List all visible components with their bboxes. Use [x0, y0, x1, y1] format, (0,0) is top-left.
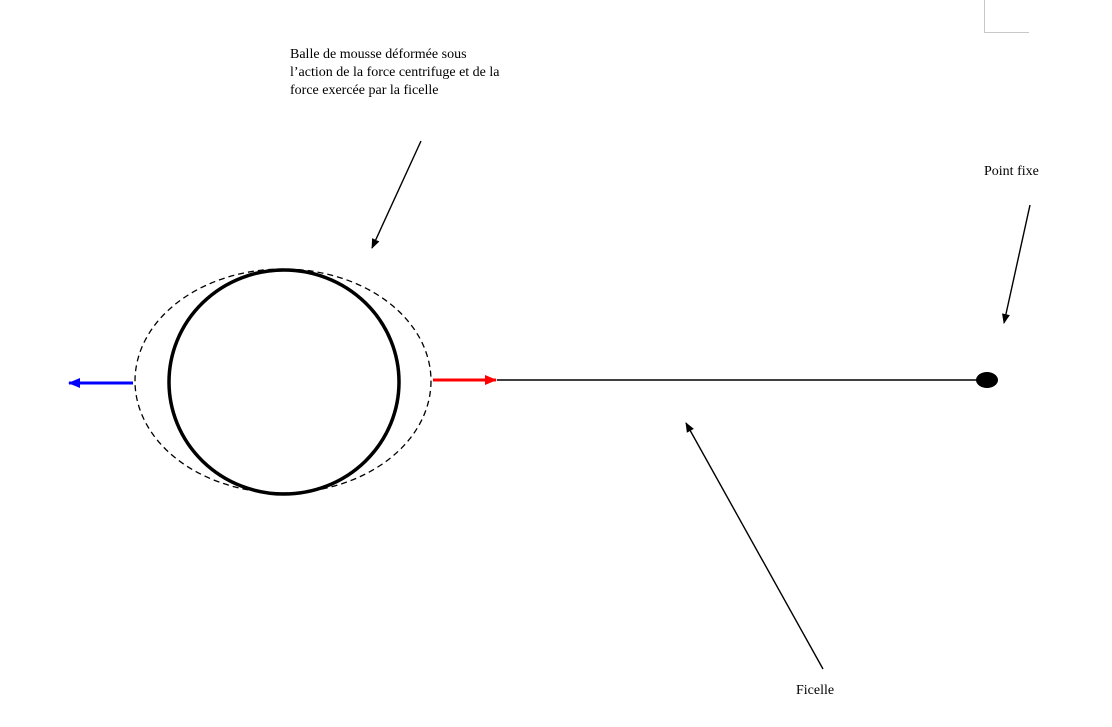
ball-pointer-arrow — [371, 140, 422, 249]
string-label: Ficelle — [796, 683, 835, 698]
deformed-ball-outline — [134, 268, 432, 494]
fixed-point-dot — [976, 372, 998, 388]
fixed-point-pointer-arrow — [1002, 204, 1031, 324]
ball-outline — [167, 268, 401, 496]
string-pointer-arrow — [685, 422, 824, 670]
ball-caption: Balle de mousse déformée sous l’action d… — [290, 46, 500, 100]
fixed-point-label: Point fixe — [984, 164, 1039, 179]
ball-caption-line-2: l’action de la force centrifuge et de la — [290, 65, 500, 80]
ball-caption-line-3: force exercée par la ficelle — [290, 83, 439, 98]
ball-caption-line-1: Balle de mousse déformée sous — [290, 47, 467, 62]
page-corner-mark — [984, 0, 1029, 33]
